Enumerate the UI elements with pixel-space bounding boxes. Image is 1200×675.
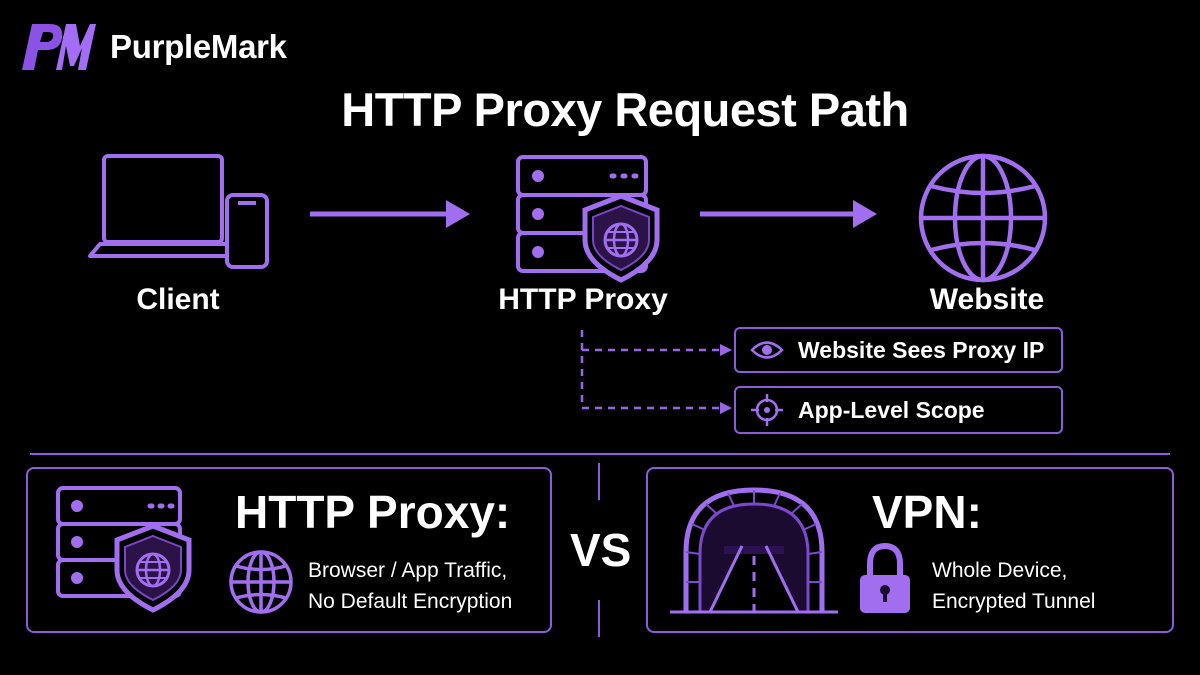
vs-label: VS [570, 524, 632, 576]
brand: PurpleMark [20, 22, 287, 72]
node-label-proxy: HTTP Proxy [498, 283, 668, 316]
globe-icon [229, 550, 293, 614]
vs-divider-top [598, 463, 600, 500]
brand-name: PurpleMark [110, 28, 287, 65]
proxy-desc-line: Browser / App Traffic, [308, 559, 508, 582]
comparison-panel-vpn [646, 467, 1174, 633]
proxy-heading: HTTP Proxy: [235, 486, 511, 538]
node-label-website: Website [929, 283, 1045, 316]
proxy-panel-icons [56, 486, 293, 614]
padlock-icon [860, 542, 910, 613]
globe-icon [918, 153, 1048, 283]
eye-icon [750, 341, 784, 359]
connector-arrowhead [720, 344, 732, 356]
vpn-panel-icons [670, 487, 910, 614]
tunnel-icon [670, 487, 838, 614]
laptop-phone-icon [88, 154, 269, 269]
arrow-client-proxy [310, 200, 470, 228]
node-label-client: Client [136, 283, 220, 316]
vs-divider-bottom [598, 600, 600, 637]
server-shield-icon [56, 486, 192, 613]
pm-monogram-icon [22, 24, 96, 70]
arrow-proxy-website [700, 200, 877, 228]
vpn-desc-line: Encrypted Tunnel [932, 590, 1096, 613]
proxy-desc-line: No Default Encryption [308, 590, 513, 613]
connector-arrowhead [720, 402, 732, 414]
callout-app-scope: App-Level Scope [734, 386, 1063, 434]
vpn-heading: VPN: [872, 486, 982, 538]
crosshair-icon [751, 394, 783, 426]
section-divider [30, 453, 1170, 455]
server-shield-icon [516, 155, 660, 283]
callout-text: App-Level Scope [798, 396, 985, 423]
callout-proxy-ip: Website Sees Proxy IP [734, 327, 1063, 373]
comparison-panel-proxy [26, 467, 552, 633]
flow-diagram [88, 153, 1048, 414]
callout-connectors [580, 330, 722, 410]
vpn-desc-line: Whole Device, [932, 559, 1068, 582]
page-title: HTTP Proxy Request Path [341, 83, 909, 136]
proxy-description: Browser / App Traffic, No Default Encryp… [308, 555, 512, 617]
callout-text: Website Sees Proxy IP [798, 336, 1045, 363]
vpn-description: Whole Device, Encrypted Tunnel [932, 555, 1095, 617]
